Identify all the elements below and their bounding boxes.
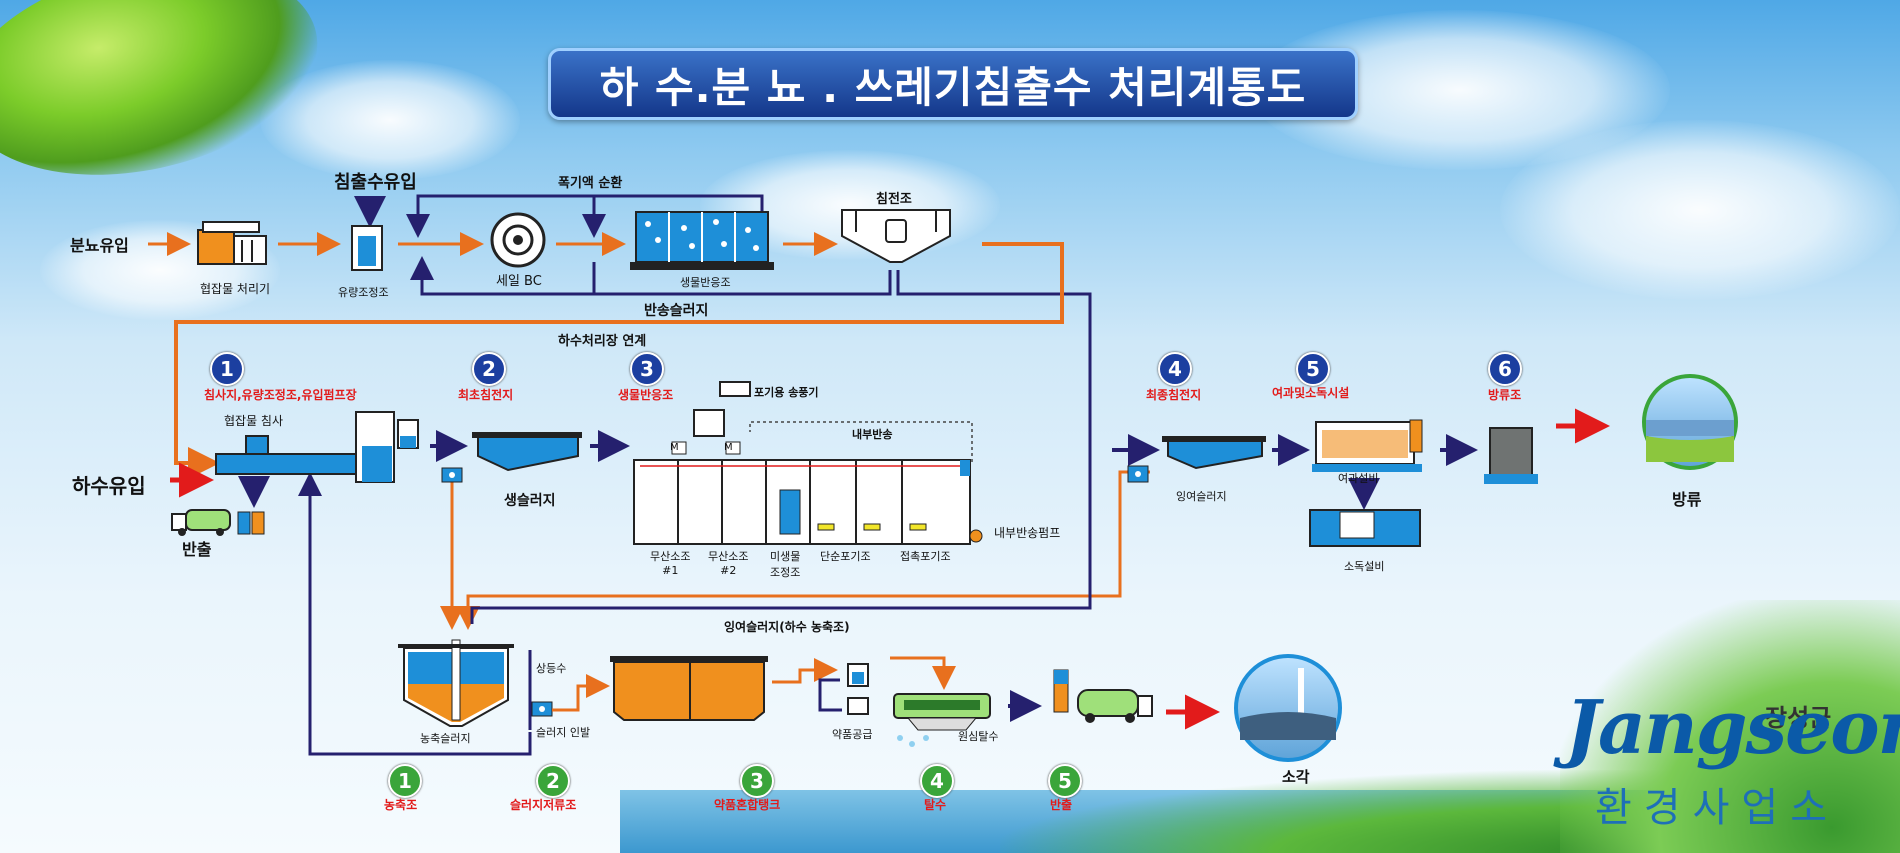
logo-org: 환경사업소 <box>1595 785 1839 831</box>
stage-badge: 2 <box>472 352 506 386</box>
internal-return-pump-label: 내부반송펌프 <box>994 526 1061 540</box>
sludge-stage-badge: 3 <box>740 764 774 798</box>
grass-decoration <box>1560 600 1900 853</box>
flow-equalization-label: 유량조정조 <box>338 286 389 299</box>
chemical-feed-label: 약품공급 <box>832 728 873 741</box>
motor-label: M <box>724 442 733 453</box>
sludge-stage-label: 반출 <box>1050 798 1073 812</box>
sewage-inflow-label: 하수유입 <box>72 474 146 498</box>
micro-adjust-label: 미생물 조정조 <box>770 550 801 579</box>
sludge-stage-badge: 5 <box>1048 764 1082 798</box>
sludge-pump-icon <box>531 701 553 717</box>
main-flow-lines <box>170 408 1610 756</box>
leachate-inflow-label: 침출수유입 <box>334 172 417 193</box>
excess-sludge-thickener-label: 잉여슬러지(하수 농축조) <box>724 620 850 634</box>
sludge-storage-icon <box>610 656 768 721</box>
sludge-stage-badge: 2 <box>536 764 570 798</box>
internal-return-label: 내부반송 <box>852 428 893 441</box>
stage-badge: 6 <box>1488 352 1522 386</box>
stage-label: 침사지,유량조정조,유입펌프장 <box>204 388 357 402</box>
blower-label: 포기용 송풍기 <box>754 386 819 399</box>
stage-label: 여과및소독시설 <box>1272 386 1350 400</box>
screening-machine-icon <box>197 221 267 265</box>
stage-badge: 1 <box>210 352 244 386</box>
sludge-withdrawal-label: 슬러지 인발 <box>536 726 591 739</box>
sewage-link-label: 하수처리장 연계 <box>558 334 647 349</box>
return-sludge-label: 반송슬러지 <box>644 303 709 319</box>
manure-inflow-label: 분뇨유입 <box>70 236 129 255</box>
stage-label: 최종침전지 <box>1146 388 1202 402</box>
cloud <box>1500 120 1900 300</box>
bio-reactor-label: 생물반응조 <box>680 276 731 289</box>
anoxic2-label: 무산소조 #2 <box>708 550 749 577</box>
thickener-icon <box>398 639 514 727</box>
final-clarifier-icon <box>1127 436 1266 483</box>
export-label: 반출 <box>182 540 212 559</box>
flow-equalization-icon <box>351 225 383 271</box>
chemical-tank-icon <box>818 663 869 715</box>
logo-brand: Jangseong <box>1565 685 1900 771</box>
sludge-stage-label: 탈수 <box>924 798 947 812</box>
screening-label: 협잡물 처리기 <box>200 282 271 296</box>
stage-label: 생물반응조 <box>618 388 674 402</box>
sail-bc-icon <box>490 212 546 268</box>
sail-bc-label: 세일 BC <box>496 274 542 289</box>
excess-sludge-label: 잉여슬러지 <box>1176 490 1227 503</box>
bio-reactor-main-icon <box>633 381 983 545</box>
centrifugal-dewatering-label: 원심탈수 <box>958 730 999 743</box>
thickened-sludge-label: 농축슬러지 <box>420 732 471 745</box>
discharge-river-photo <box>1642 374 1738 470</box>
settling-tank-label: 침전조 <box>876 192 912 207</box>
incineration-photo <box>1234 654 1342 762</box>
stage-badge: 4 <box>1158 352 1192 386</box>
settling-tank-icon <box>841 209 951 263</box>
stage-label: 방류조 <box>1488 388 1522 402</box>
incineration-label: 소각 <box>1282 768 1310 786</box>
stage-label: 최초침전지 <box>458 388 514 402</box>
simple-aeration-label: 단순포기조 <box>820 550 871 563</box>
export-truck-icon <box>171 509 265 536</box>
disinfection-label: 소독설비 <box>1344 560 1385 573</box>
bio-reactor-top-icon <box>630 211 774 270</box>
page-title: 하 수.분 뇨 . 쓰레기침출수 처리계통도 <box>599 62 1307 112</box>
grit-chamber-icon <box>215 411 419 483</box>
dewatered-export-truck-icon <box>1053 669 1153 723</box>
sludge-stage-badge: 4 <box>920 764 954 798</box>
disinfection-equipment-icon <box>1309 509 1421 547</box>
contact-aeration-label: 접촉포기조 <box>900 550 951 563</box>
title-banner: 하 수.분 뇨 . 쓰레기침출수 처리계통도 <box>548 48 1358 120</box>
discharge-tank-icon <box>1484 427 1538 484</box>
anoxic1-label: 무산소조 #1 <box>650 550 691 577</box>
sludge-stage-badge: 1 <box>388 764 422 798</box>
supernatant-label: 상등수 <box>536 662 567 675</box>
aeration-recycle-label: 폭기액 순환 <box>558 176 623 191</box>
centrifuge-icon <box>893 693 991 747</box>
primary-clarifier-icon <box>441 432 582 483</box>
filter-equipment-icon <box>1312 419 1423 472</box>
stage-badge: 3 <box>630 352 664 386</box>
stage-badge: 5 <box>1296 352 1330 386</box>
logo-county: 장성군 <box>1765 704 1832 732</box>
filter-equipment-label: 여과설비 <box>1338 472 1379 485</box>
sludge-stage-label: 슬러지저류조 <box>510 798 577 812</box>
sludge-stage-label: 약품혼합탱크 <box>714 798 781 812</box>
discharge-label: 방류 <box>1672 490 1702 509</box>
raw-sludge-label: 생슬러지 <box>504 493 556 509</box>
motor-label: M <box>670 442 679 453</box>
sludge-stage-label: 농축조 <box>384 798 418 812</box>
screen-grit-label: 협잡물 침사 <box>224 414 284 428</box>
